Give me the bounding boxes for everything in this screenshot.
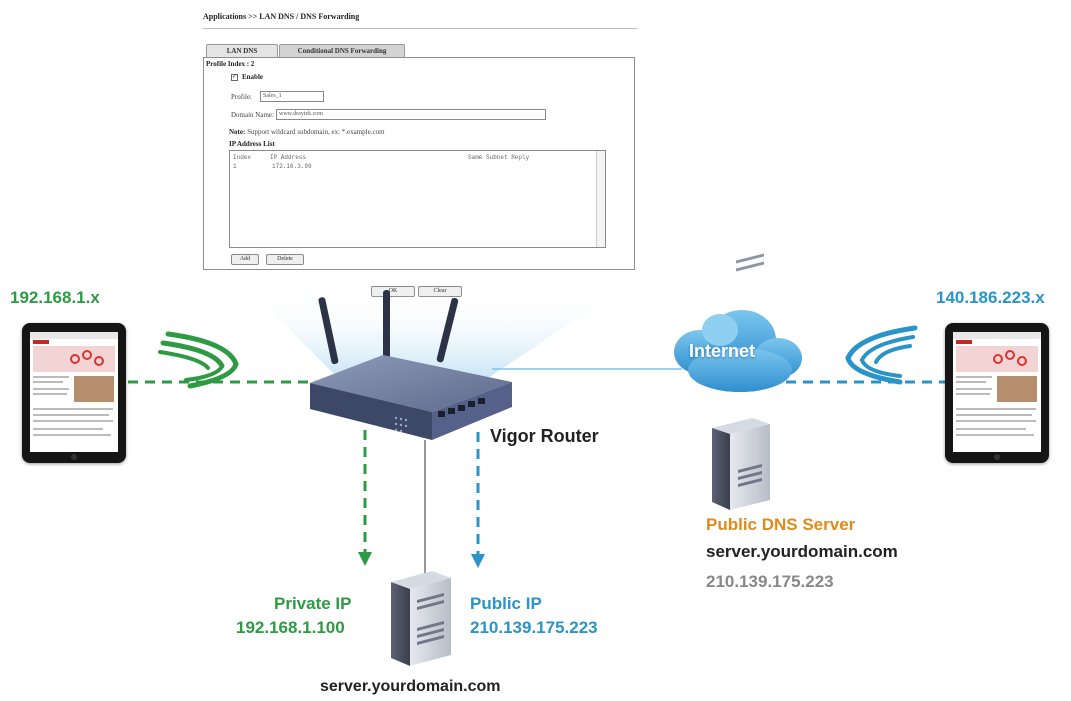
public-dns-server-icon [712,253,770,510]
internet-label: Internet [689,341,756,361]
public-ip-title: Public IP [470,594,542,613]
column-header-index: Index [233,154,252,161]
ip-address-list[interactable]: Index IP Address Same Subnet Reply 1 172… [229,150,606,248]
left-tablet-device [22,323,126,463]
note-text: Support wildcard subdomain, ex: *.exampl… [247,128,385,136]
internet-cloud-icon [674,310,802,392]
ui-breadcrumb: Applications >> LAN DNS / DNS Forwarding [203,12,360,21]
local-server-domain-label: server.yourdomain.com [320,678,501,695]
tab-conditional-dns-forwarding[interactable]: Conditional DNS Forwarding [279,44,405,57]
router-label: Vigor Router [490,426,599,446]
profile-index-label: Profile Index : 2 [206,60,255,68]
ui-divider [203,28,637,29]
public-dns-server-title: Public DNS Server [706,515,856,534]
delete-button[interactable]: Delete [266,254,304,265]
vigor-router-icon [310,355,512,440]
enable-checkbox[interactable]: ✓ [231,74,238,81]
private-ip-value: 192.168.1.100 [236,618,345,637]
add-button[interactable]: Add [231,254,259,265]
note-line: Note: Support wildcard subdomain, ex: *.… [229,128,385,136]
right-tablet-screen [953,332,1041,452]
ip-address-list-title: IP Address List [229,140,275,148]
note-prefix: Note: [229,128,246,136]
left-tablet-screen [30,332,118,452]
ip-row-address: 172.16.3.99 [272,163,312,170]
ip-list-scrollbar[interactable] [596,151,605,247]
enable-label: Enable [242,73,264,81]
domain-name-input[interactable]: www.draytek.com [276,109,546,120]
public-arrow-head [471,554,485,568]
wifi-left-icon [158,331,239,389]
public-ip-value: 210.139.175.223 [470,618,598,637]
right-tablet-device [945,323,1049,463]
right-network-ip-label: 140.186.223.x [936,288,1045,307]
profile-input[interactable]: Sales_1 [260,91,324,102]
local-server-icon [391,571,451,666]
left-network-ip-label: 192.168.1.x [10,288,100,307]
private-arrow-head [358,552,372,566]
dns-profile-panel: Profile Index : 2 ✓ Enable Profile: Sale… [203,57,635,270]
profile-label: Profile: [231,93,252,101]
column-header-same-subnet-reply: Same Subnet Reply [468,154,530,161]
private-ip-title: Private IP [274,594,352,613]
public-dns-server-ip: 210.139.175.223 [706,572,834,591]
domain-name-label: Domain Name: [231,111,274,119]
router-glow [250,290,620,390]
column-header-ip-address: IP Address [270,154,307,161]
router-antennas [318,290,459,365]
public-dns-server-domain: server.yourdomain.com [706,542,898,561]
wifi-right-icon [845,325,918,385]
tab-lan-dns[interactable]: LAN DNS [206,44,278,57]
ip-row-index: 1 [233,163,237,170]
